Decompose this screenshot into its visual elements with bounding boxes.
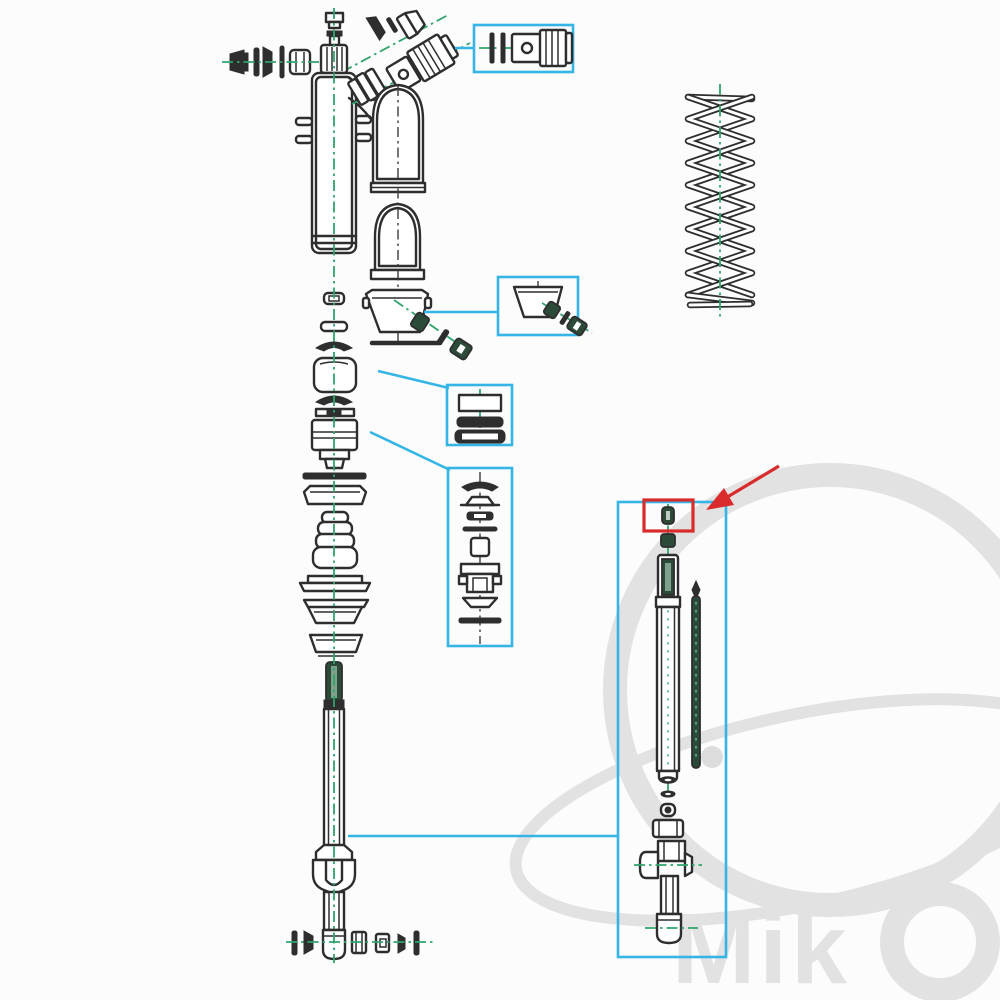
callout-box-piston-stack-detail [369, 430, 514, 648]
compression-adjuster-assembly [347, 33, 471, 106]
main-parts-stack [298, 291, 372, 657]
highlight-arrow [706, 464, 780, 510]
highlight-box [642, 498, 695, 533]
shock-shaft [311, 661, 357, 961]
watermark-orbit-icon [509, 693, 1000, 927]
coil-spring [684, 84, 756, 318]
watermark-partial-letter [880, 882, 1000, 1000]
watermark-dot-icon [701, 746, 723, 768]
callout-box-bell-cup-detail [424, 275, 593, 337]
watermark: Mik [509, 463, 1000, 1000]
callout-box-seal-detail [377, 369, 514, 447]
watermark-text: Mik [672, 893, 851, 1000]
bell-cup-assembly [361, 288, 473, 361]
upper-diagonal-fasteners [341, 9, 449, 73]
callout-box-adjuster-detail [455, 23, 575, 74]
bottom-mount-fasteners [286, 930, 434, 956]
callout-box-rod-detail [348, 500, 728, 959]
top-left-fasteners [222, 45, 334, 79]
reservoir-bladder [369, 86, 426, 346]
